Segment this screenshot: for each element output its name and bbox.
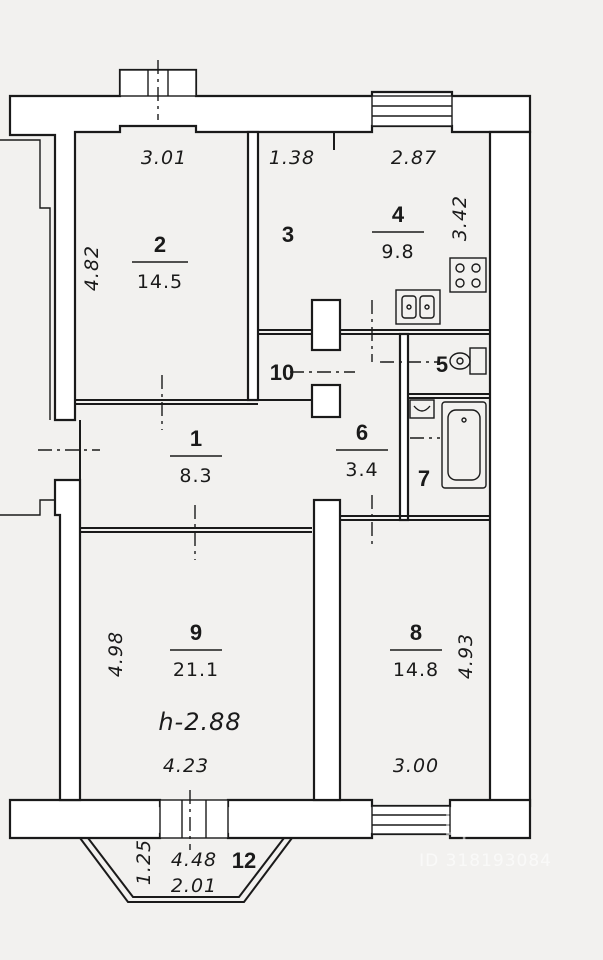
room-6-number: 6 <box>356 420 368 445</box>
dim-balcony-outer: 4.48 <box>171 849 217 871</box>
room-5-number: 5 <box>436 352 448 377</box>
interior-walls <box>75 130 490 802</box>
room-1-area: 8.3 <box>179 465 212 487</box>
room-4-area: 9.8 <box>381 241 414 263</box>
room-1-number: 1 <box>190 426 202 451</box>
room-10-number: 10 <box>270 360 294 385</box>
washbasin-icon <box>409 399 435 419</box>
balcony-outline <box>79 837 293 903</box>
dim-room8-width: 3.00 <box>393 755 439 777</box>
watermark-id: ID 318193084 <box>419 851 552 871</box>
stove-icon <box>449 257 487 293</box>
windows <box>119 69 453 839</box>
dim-room9-width: 4.23 <box>163 755 209 777</box>
dim-room9-height: 4.98 <box>105 631 127 677</box>
kitchen-sink-icon <box>395 289 441 325</box>
dim-room2-height: 4.82 <box>81 245 103 291</box>
ceiling-height: h-2.88 <box>158 708 241 736</box>
toilet-icon <box>449 347 487 375</box>
room-4-number: 4 <box>392 202 405 227</box>
room-7-number: 7 <box>418 466 430 491</box>
bathtub-icon <box>441 401 487 489</box>
watermark-brand: Циан <box>443 808 524 843</box>
room-12-number: 12 <box>232 848 256 873</box>
room-9-area: 21.1 <box>173 659 219 681</box>
dim-room4-width: 2.87 <box>391 147 437 169</box>
dim-balcony-inner: 2.01 <box>171 875 217 897</box>
room-2-area: 14.5 <box>137 271 183 293</box>
dim-room4-height: 3.42 <box>449 195 471 241</box>
dim-room2-width: 3.01 <box>141 147 187 169</box>
room-2-number: 2 <box>154 232 166 257</box>
axis-lines <box>38 60 440 850</box>
room-6-area: 3.4 <box>345 459 378 481</box>
dim-room8-height: 4.93 <box>455 633 477 679</box>
room-8-area: 14.8 <box>393 659 439 681</box>
room-3-number: 3 <box>282 222 294 247</box>
dim-balcony-left: 1.25 <box>133 839 155 885</box>
room-8-number: 8 <box>410 620 422 645</box>
dim-room3-width: 1.38 <box>269 147 315 169</box>
room-9-number: 9 <box>190 620 202 645</box>
